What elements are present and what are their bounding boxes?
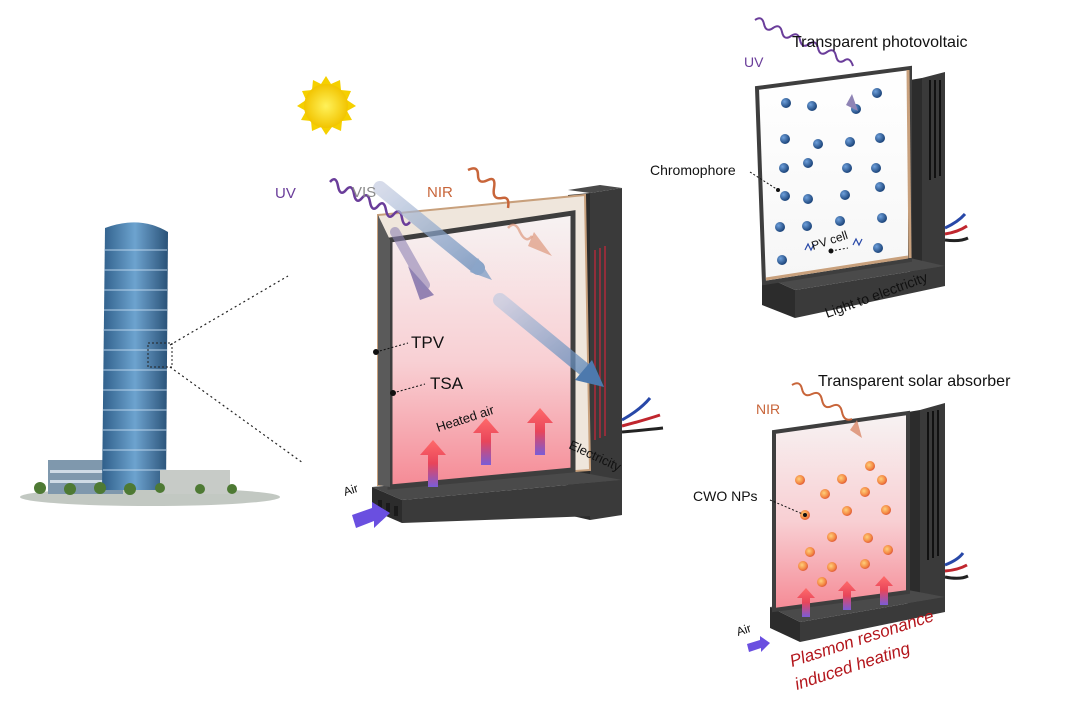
cwo-nanoparticle-dots bbox=[795, 461, 893, 587]
cwo-nps-label: CWO NPs bbox=[693, 488, 758, 504]
transparent-photovoltaic-panel bbox=[749, 17, 969, 318]
sun-icon bbox=[297, 76, 356, 135]
tsa-panel-title: Transparent solar absorber bbox=[818, 373, 1011, 390]
main-window-illustration bbox=[352, 185, 664, 528]
chromophore-label: Chromophore bbox=[650, 162, 736, 178]
chromophore-dots bbox=[775, 88, 887, 265]
transparent-solar-absorber-panel bbox=[747, 382, 969, 652]
tsa-air-label: Air bbox=[735, 621, 753, 639]
tsa-label: TSA bbox=[430, 374, 464, 393]
tsa-nir-label: NIR bbox=[756, 401, 780, 417]
nir-label: NIR bbox=[427, 184, 453, 201]
skyscraper-illustration bbox=[20, 222, 280, 506]
tpv-uv-label: UV bbox=[744, 54, 764, 70]
vis-label: VIS bbox=[352, 184, 376, 201]
air-label: Air bbox=[342, 481, 360, 499]
zoom-line-bottom bbox=[169, 366, 304, 464]
zoom-line-top bbox=[169, 275, 289, 346]
radiation-rays bbox=[329, 167, 604, 387]
heated-air-arrows bbox=[420, 408, 553, 487]
air-inlet-arrow bbox=[352, 502, 390, 528]
tpv-panel-title: Transparent photovoltaic bbox=[792, 34, 968, 51]
uv-label: UV bbox=[275, 185, 296, 202]
tpv-label: TPV bbox=[411, 333, 445, 352]
